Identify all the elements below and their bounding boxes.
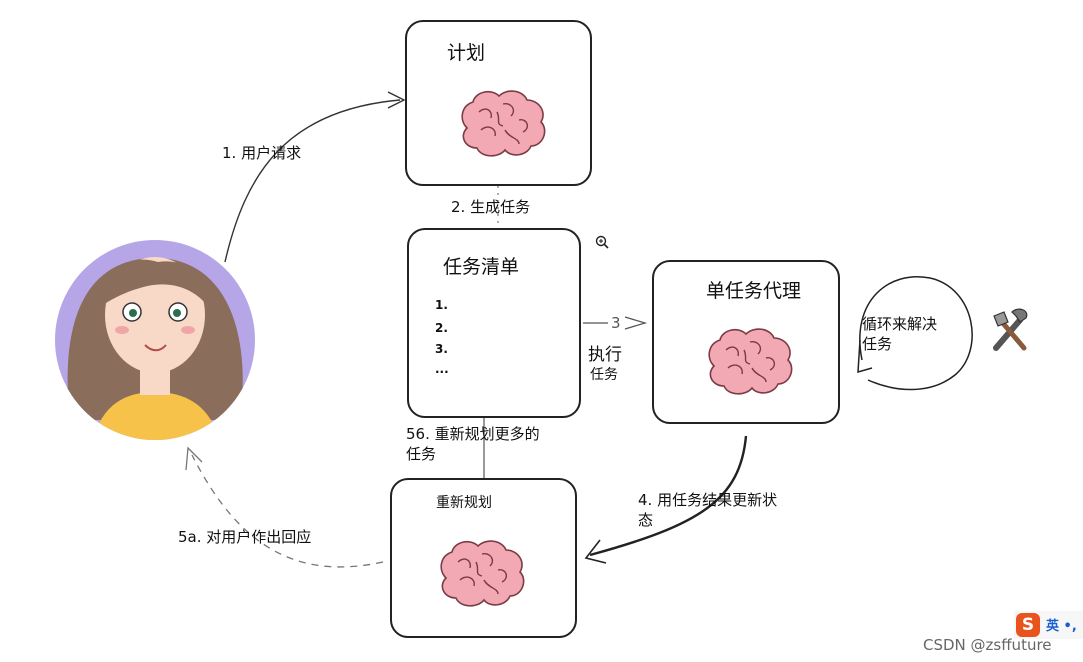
plan-title: 计划 [447, 42, 486, 64]
task-item-2: 2. [435, 321, 448, 335]
arrowhead-execute [624, 316, 648, 330]
label-loop-line2: 任务 [862, 335, 893, 353]
label-user-request: 1. 用户请求 [222, 144, 302, 162]
task-list-title: 任务清单 [443, 256, 520, 278]
label-execute: 执行 任务 [588, 345, 622, 385]
ime-logo: S [1016, 613, 1040, 637]
user-avatar [55, 240, 255, 440]
task-item-3: 3. [435, 342, 448, 356]
label-execute-line2: 任务 [590, 367, 618, 383]
label-update-state: 4. 用任务结果更新状 态 [638, 490, 777, 530]
zoom-in-icon[interactable] [595, 235, 609, 249]
label-loop-line1: 循环来解决 [862, 315, 938, 333]
arrowhead-respond-user [185, 446, 203, 471]
label-update-line1: 4. 用任务结果更新状 [638, 491, 778, 509]
arrowhead-update-state [584, 539, 607, 564]
brain-icon [708, 328, 793, 395]
label-loop-solve: 循环来解决 任务 [862, 314, 937, 354]
label-respond-user: 5a. 对用户作出回应 [178, 528, 312, 546]
label-update-line2: 态 [638, 511, 654, 529]
arrowhead-user-request [387, 91, 406, 109]
brain-icon [440, 540, 525, 607]
label-replan-line1: 56. 重新规划更多的 [406, 425, 540, 443]
loop-arrowhead [857, 339, 873, 374]
watermark: CSDN @zsffuture [923, 636, 1052, 654]
brain-icon [461, 90, 546, 157]
label-generate-tasks: 2. 生成任务 [451, 198, 531, 216]
task-item-1: 1. [435, 298, 448, 312]
label-replan-more: 56. 重新规划更多的 任务 [406, 424, 540, 464]
label-replan-line2: 任务 [406, 445, 437, 463]
replan-node: 重新规划 [390, 478, 577, 638]
tools-icon [993, 308, 1028, 351]
agent-node: 单任务代理 [652, 260, 840, 424]
arrow-respond-user [191, 454, 384, 568]
task-item-more: ... [435, 362, 449, 376]
loop-arrow [859, 276, 973, 391]
label-execute-line1: 执行 [588, 345, 622, 365]
replan-title: 重新规划 [436, 495, 492, 511]
plan-node: 计划 [405, 20, 592, 186]
task-list-node: 任务清单 1. 2. 3. ... [407, 228, 581, 418]
arrow-user-request [224, 99, 401, 263]
agent-title: 单任务代理 [706, 280, 802, 302]
ime-language: 英 •, [1046, 619, 1077, 634]
arrow-update-state [589, 435, 748, 557]
ime-indicator[interactable]: S 英 •, [1014, 611, 1083, 639]
label-execute-num: 3 [611, 314, 621, 332]
